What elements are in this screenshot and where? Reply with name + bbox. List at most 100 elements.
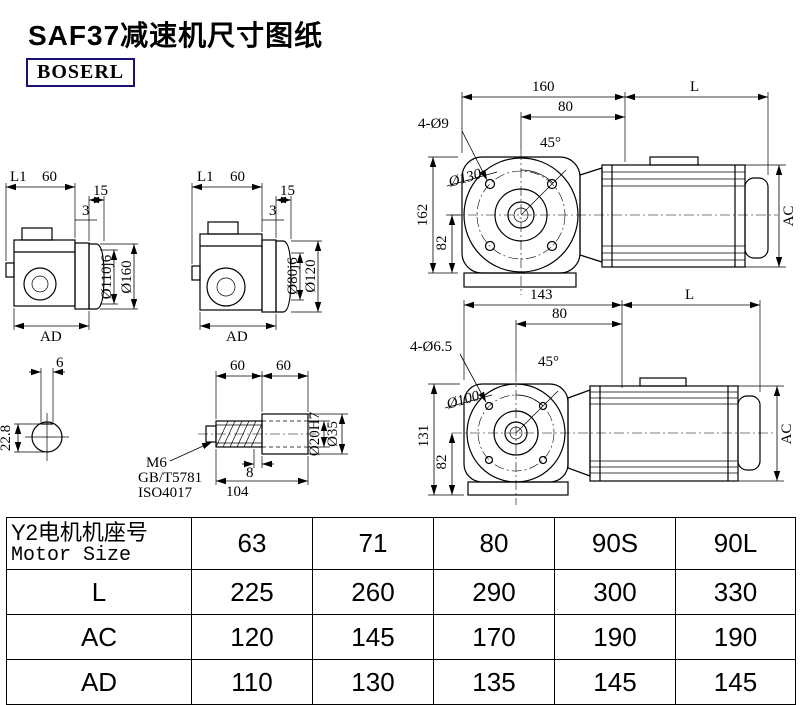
motor-size-label-en: Motor Size (11, 543, 132, 567)
table-cell: 260 (312, 569, 434, 615)
mounting-foot (463, 272, 577, 288)
row-label-ad: AD (6, 659, 192, 705)
table-cell: 145 (312, 614, 434, 660)
dim-ac-label: AC (779, 424, 795, 445)
row-label-ac: AC (6, 614, 192, 660)
motor-size-80: 80 (433, 517, 555, 570)
motor-size-90s: 90S (554, 517, 676, 570)
table-cell: 225 (191, 569, 313, 615)
table-cell: 290 (433, 569, 555, 615)
dim-104-label: 104 (226, 484, 249, 500)
dim-22-8-label: 22.8 (0, 425, 14, 451)
shaft-stub (191, 265, 201, 281)
motor-size-90l: 90L (675, 517, 796, 570)
table-header-row: Y2电机机座号 Motor Size 63 71 80 90S 90L (6, 517, 796, 570)
dim-l1-label: L1 (10, 169, 27, 185)
dim-60-label: 60 (42, 169, 57, 185)
drawing-flange-view-2: L1 60 15 3 AD Ø80j6 Ø120 (191, 169, 322, 345)
dia-80-label: Ø80j6 (285, 257, 301, 295)
dim-ac-label: AC (781, 206, 797, 227)
dim-45deg-label: 45° (538, 354, 559, 370)
flange-plate (74, 242, 90, 310)
technical-drawings-canvas: L1 60 15 3 AD Ø110j6 Ø160 L1 60 (0, 79, 797, 505)
dim-ad-label: AD (40, 329, 62, 345)
bolt-hole (484, 240, 496, 252)
dim-8-label: 8 (246, 465, 254, 481)
dimension-table: Y2电机机座号 Motor Size 63 71 80 90S 90L L 22… (6, 517, 796, 705)
dia-120-label: Ø120 (303, 259, 319, 292)
dim-80-label: 80 (558, 99, 573, 115)
table-cell: 145 (675, 659, 796, 705)
drawing-shaft-end-view: 6 22.8 (0, 355, 69, 461)
dim-l-label: L (685, 287, 694, 303)
dim-162-label: 162 (415, 204, 431, 227)
dia-100-label: Ø100 (444, 388, 482, 413)
fan-cover (744, 177, 769, 259)
motor-size-63: 63 (191, 517, 313, 570)
dim-143-label: 143 (530, 287, 553, 303)
dim-6-label: 6 (56, 355, 64, 371)
shaft-hub-section (261, 413, 309, 455)
dia-20h7-label: Ø20H7 (307, 411, 323, 456)
boserl-logo: BOSERL (26, 58, 136, 87)
table-cell: 110 (191, 659, 313, 705)
dim-ad-label: AD (226, 329, 248, 345)
motor-size-header-cell: Y2电机机座号 Motor Size (6, 517, 192, 570)
table-cell: 120 (191, 614, 313, 660)
bolt-hole (484, 455, 494, 465)
dim-holes-label: 4-Ø6.5 (410, 339, 452, 355)
mounting-foot (467, 481, 569, 496)
bolt-hole (484, 401, 494, 411)
dim-3-label: 3 (82, 203, 90, 219)
motor-lug (639, 377, 687, 387)
motor-size-71: 71 (312, 517, 434, 570)
dim-80-label: 80 (552, 306, 567, 322)
dim-15-label: 15 (280, 183, 295, 199)
std-iso-label: ISO4017 (138, 485, 193, 501)
dim-60a-label: 60 (230, 358, 245, 374)
bolt-hole (484, 178, 496, 190)
output-bore (206, 267, 246, 307)
table-cell: 130 (312, 659, 434, 705)
gearbox-cap (207, 221, 239, 235)
motor-size-label-cn: Y2电机机座号 (11, 519, 148, 545)
bolt-hole (546, 178, 558, 190)
motor-lug (649, 156, 699, 166)
table-cell: 190 (554, 614, 676, 660)
dim-3-label: 3 (269, 203, 277, 219)
output-bore (23, 267, 57, 301)
flange-plate (261, 239, 277, 313)
dim-l-label: L (690, 79, 699, 95)
bolt-hole (538, 401, 548, 411)
bolt-hole (546, 240, 558, 252)
row-label-l: L (6, 569, 192, 615)
table-cell: 330 (675, 569, 796, 615)
table-cell: 170 (433, 614, 555, 660)
drawing-gearmotor-front-large: 160 L 80 4-Ø9 45° Ø130 162 82 AC (415, 79, 797, 295)
dim-45deg-label: 45° (540, 135, 561, 151)
dia-160-label: Ø160 (119, 260, 135, 293)
table-row-ad: AD 110 130 135 145 145 (6, 659, 796, 705)
dim-131-label: 131 (416, 425, 432, 448)
table-row-ac: AC 120 145 170 190 190 (6, 614, 796, 660)
bolt-hole (538, 455, 548, 465)
fan-cover (737, 395, 761, 471)
table-row-l: L 225 260 290 300 330 (6, 569, 796, 615)
shaft-stub (5, 262, 15, 278)
dia-35-label: Ø35 (325, 421, 341, 447)
flange-disc (275, 240, 292, 313)
dim-15-label: 15 (93, 183, 108, 199)
dim-82-label: 82 (434, 455, 450, 470)
drawing-shaft-side-view: 60 60 M6 GB/T5781 ISO4017 8 104 Ø20H7 Ø3… (138, 358, 348, 501)
drawing-gearmotor-front-small: 143 L 80 4-Ø6.5 45° Ø100 131 82 AC (410, 287, 795, 505)
dim-l1-label: L1 (197, 169, 214, 185)
table-cell: 145 (554, 659, 676, 705)
dia-110-label: Ø110j6 (99, 254, 115, 299)
dim-160-label: 160 (532, 79, 555, 95)
table-cell: 135 (433, 659, 555, 705)
std-gb-label: GB/T5781 (138, 470, 202, 486)
dim-60b-label: 60 (276, 358, 291, 374)
dim-82-label: 82 (434, 236, 450, 251)
table-cell: 190 (675, 614, 796, 660)
thread-m6-label: M6 (146, 455, 167, 471)
